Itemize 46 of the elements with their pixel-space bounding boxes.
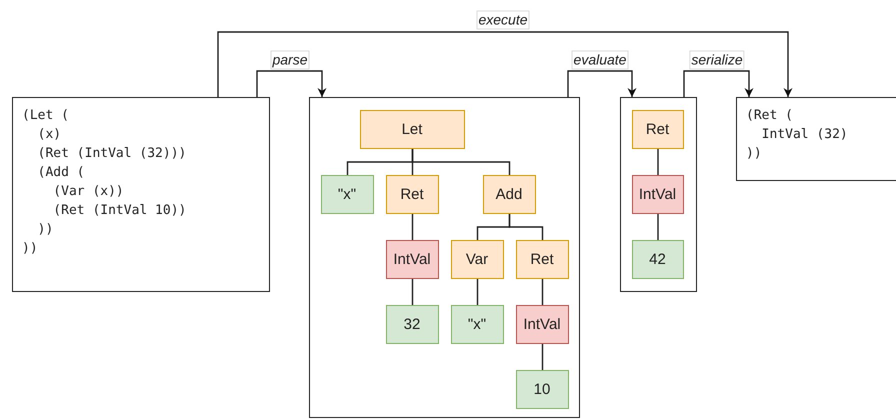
- tree-node: Var: [450, 240, 504, 278]
- code-box: [12, 97, 270, 292]
- connector-line: [542, 344, 544, 370]
- connector-line: [508, 214, 544, 240]
- tree-node: IntVal: [632, 174, 684, 214]
- tree-node: IntVal: [386, 240, 438, 278]
- code-line: (Ret (IntVal 10)): [52, 202, 186, 220]
- tree-node: Add: [482, 174, 536, 214]
- connector-line: [657, 149, 659, 175]
- code-line: (Let (: [22, 107, 69, 125]
- arrow: [217, 31, 792, 97]
- connector-line: [476, 279, 478, 305]
- code-line: )): [746, 145, 762, 163]
- code-line: IntVal (32): [760, 126, 848, 144]
- arrow: [567, 70, 636, 97]
- tree-node: 10: [516, 370, 568, 408]
- edge-label: serialize: [689, 50, 745, 70]
- tree-node: IntVal: [516, 304, 568, 344]
- edge-label: evaluate: [572, 50, 628, 70]
- code-line: )): [22, 240, 38, 258]
- connector-line: [412, 149, 510, 175]
- edge-label: execute: [476, 10, 530, 30]
- connector-line: [542, 279, 544, 305]
- tree-frame: [620, 97, 697, 292]
- tree-node: Let: [360, 110, 464, 148]
- connector-line: [412, 214, 414, 240]
- code-line: (Ret (IntVal (32))): [36, 145, 186, 163]
- tree-node: Ret: [632, 110, 684, 148]
- code-line: )): [36, 221, 54, 239]
- connector-line: [657, 214, 659, 240]
- tree-node: Ret: [516, 240, 568, 278]
- tree-node: "x": [320, 174, 374, 214]
- code-line: (x): [36, 126, 62, 144]
- code-line: (Add (: [36, 164, 85, 182]
- arrow: [683, 70, 754, 97]
- code-line: (Ret (: [746, 107, 793, 125]
- connector-line: [412, 279, 414, 305]
- tree-node: "x": [450, 304, 504, 344]
- code-line: (Var (x)): [52, 183, 124, 201]
- arrow: [256, 70, 326, 97]
- tree-node: 32: [386, 304, 438, 344]
- tree-node: 42: [632, 240, 684, 278]
- edge-label: parse: [270, 50, 310, 70]
- code-box: [736, 97, 896, 181]
- tree-frame: [309, 97, 580, 418]
- tree-node: Ret: [386, 174, 438, 214]
